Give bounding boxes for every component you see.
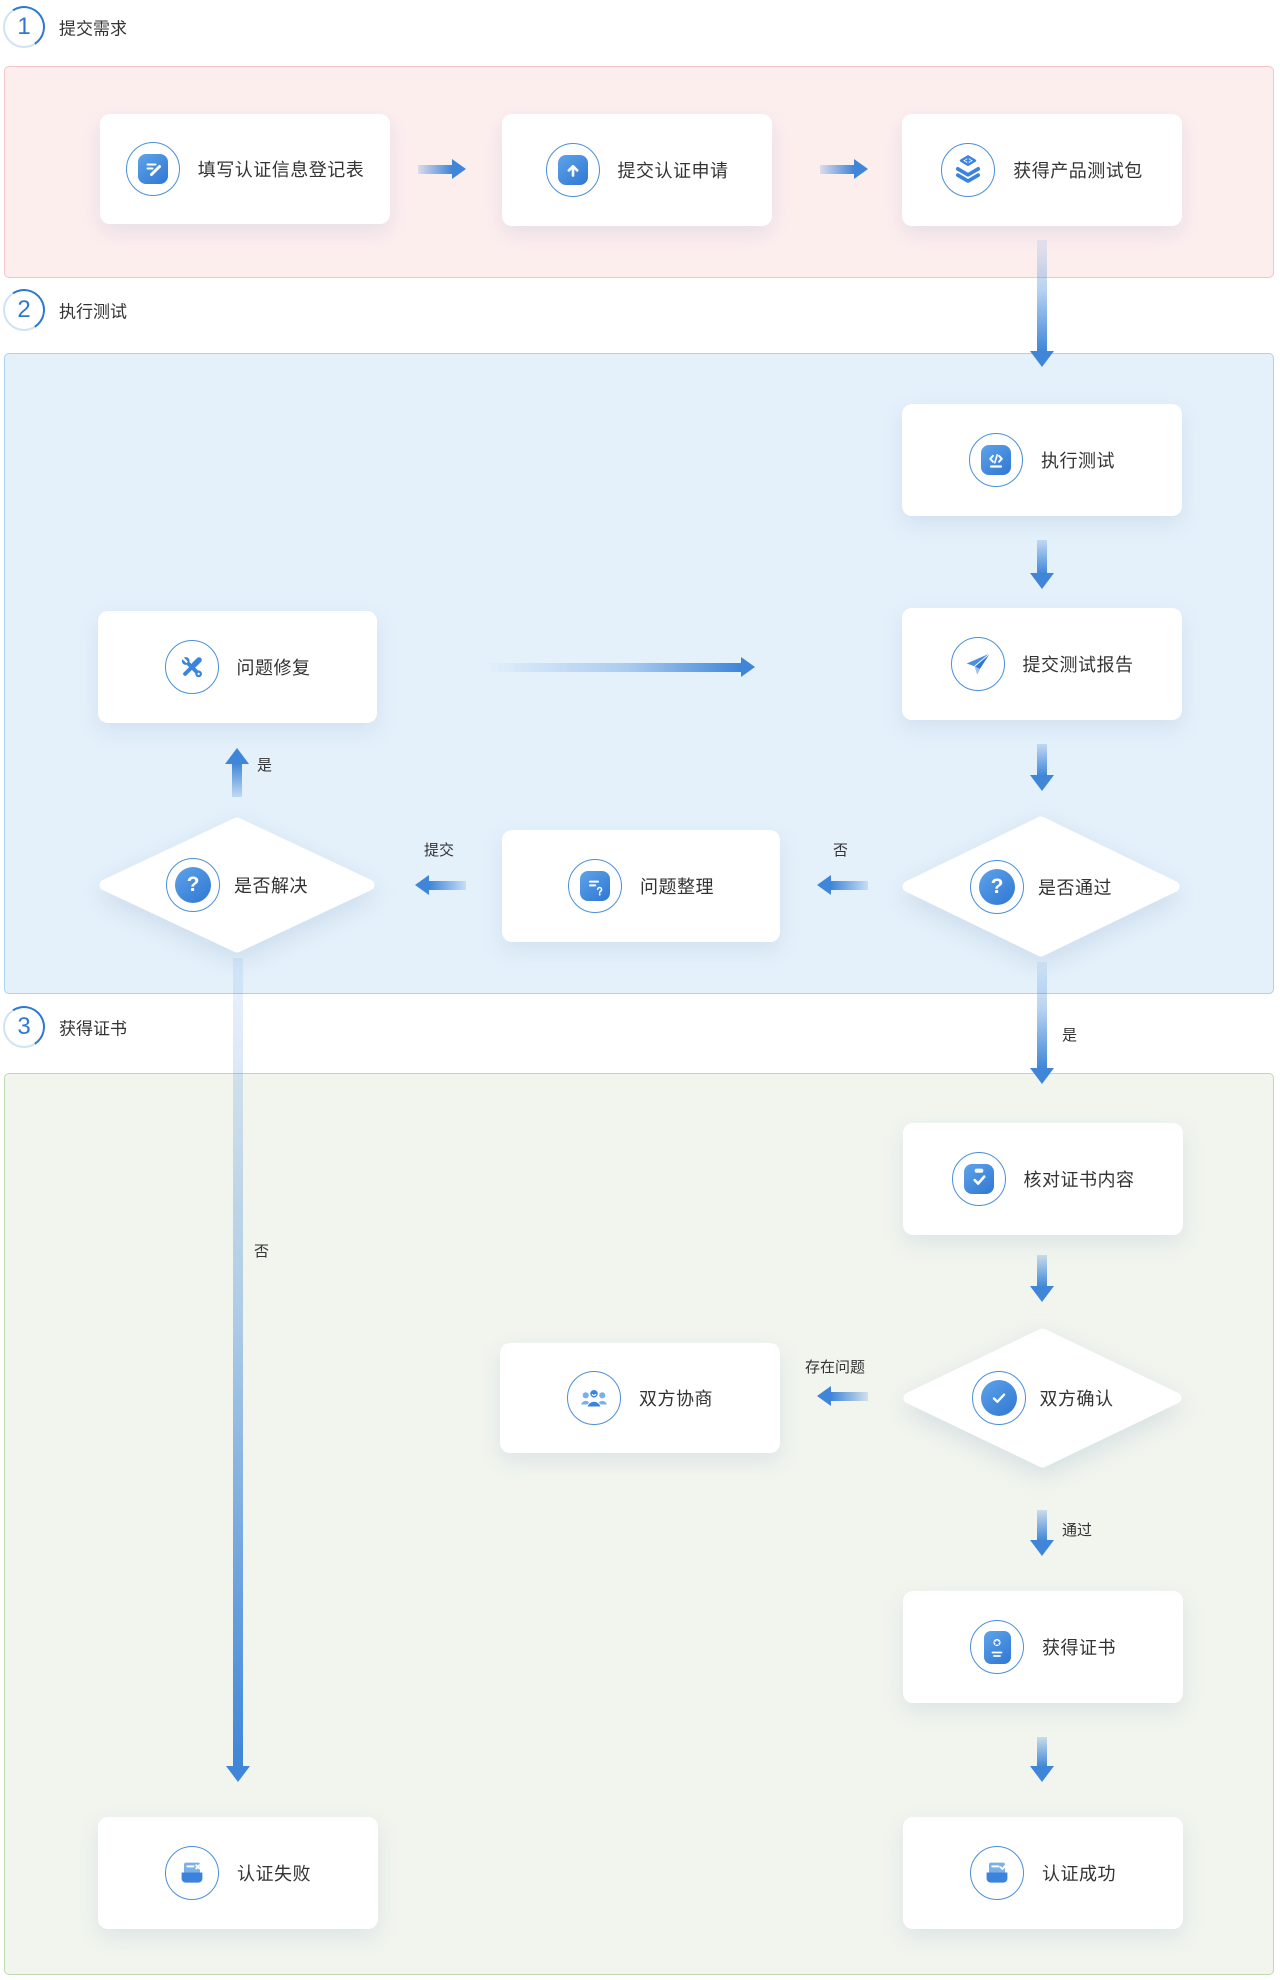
decision-pass: ? 是否通过 bbox=[902, 816, 1180, 957]
arrow-pkg-to-runtest bbox=[1030, 240, 1054, 367]
arrow-pass-to-sort bbox=[817, 875, 868, 895]
step-number: 1 bbox=[17, 13, 31, 40]
doc-upload-icon bbox=[545, 143, 600, 197]
question-circle-icon: ? bbox=[970, 859, 1024, 914]
arrow-pass-to-verify bbox=[1030, 962, 1054, 1084]
node-issue-fix: 问题修复 bbox=[98, 611, 377, 723]
archive-x-icon bbox=[165, 1846, 219, 1900]
node-label: 问题修复 bbox=[236, 658, 311, 678]
node-issue-sorting: 问题整理 bbox=[502, 830, 780, 942]
node-submit-test-report: 提交测试报告 bbox=[902, 608, 1182, 720]
decision-confirm: 双方确认 bbox=[903, 1328, 1182, 1468]
node-label: 执行测试 bbox=[1041, 451, 1115, 471]
edge-label-submit: 提交 bbox=[424, 842, 455, 859]
diamond-shape bbox=[902, 816, 1180, 957]
node-label: 提交认证申请 bbox=[617, 161, 729, 181]
code-icon bbox=[969, 433, 1023, 487]
people-icon bbox=[567, 1371, 621, 1425]
section-header-1: 1 提交需求 bbox=[3, 6, 127, 48]
diamond-shape bbox=[903, 1328, 1182, 1468]
node-run-test: 执行测试 bbox=[902, 404, 1182, 516]
node-certification-success: 认证成功 bbox=[903, 1817, 1183, 1929]
section-title: 获得证书 bbox=[59, 1019, 127, 1039]
node-label: 核对证书内容 bbox=[1023, 1170, 1135, 1190]
node-label: 获得证书 bbox=[1042, 1638, 1116, 1658]
node-submit-application: 提交认证申请 bbox=[502, 114, 772, 226]
node-label: 问题整理 bbox=[640, 877, 714, 897]
question-circle-icon: ? bbox=[166, 858, 220, 912]
clipboard-check-icon bbox=[951, 1152, 1006, 1206]
edge-label-has-issue: 存在问题 bbox=[805, 1359, 866, 1376]
question-glyph: ? bbox=[186, 873, 200, 896]
section-title: 执行测试 bbox=[59, 302, 127, 322]
arrow-confirm-to-cert bbox=[1030, 1510, 1054, 1556]
form-edit-icon bbox=[125, 142, 180, 196]
diamond-shape bbox=[99, 817, 375, 953]
step-number: 3 bbox=[17, 1013, 31, 1040]
section-header-2: 2 执行测试 bbox=[3, 289, 127, 331]
arrow-fix-to-report bbox=[490, 657, 755, 677]
certificate-icon bbox=[970, 1620, 1024, 1674]
section-title: 提交需求 bbox=[59, 19, 127, 39]
edge-label-yes: 是 bbox=[1062, 1027, 1078, 1044]
node-label: 提交测试报告 bbox=[1022, 655, 1134, 675]
node-label: 获得产品测试包 bbox=[1013, 161, 1143, 181]
arrow-resolve-to-fail bbox=[226, 958, 250, 1782]
step-number-circle: 1 bbox=[3, 6, 45, 48]
arrow-form-to-apply bbox=[418, 159, 466, 179]
edge-label-pass: 通过 bbox=[1062, 1522, 1093, 1539]
arrow-resolve-to-fix bbox=[225, 748, 249, 797]
node-get-test-package: 获得产品测试包 bbox=[902, 114, 1182, 226]
step-number-circle: 2 bbox=[3, 289, 45, 331]
node-label: 认证成功 bbox=[1042, 1864, 1116, 1884]
doc-question-icon bbox=[568, 859, 622, 913]
arrow-apply-to-pkg bbox=[820, 159, 868, 179]
layers-plus-icon bbox=[941, 143, 996, 197]
node-certification-fail: 认证失败 bbox=[98, 1817, 378, 1929]
edge-label-yes: 是 bbox=[257, 757, 273, 774]
node-negotiate: 双方协商 bbox=[500, 1343, 780, 1453]
arrow-report-to-pass bbox=[1030, 744, 1054, 791]
node-label: 双方协商 bbox=[639, 1389, 713, 1409]
arrow-cert-to-success bbox=[1030, 1737, 1054, 1782]
archive-check-icon bbox=[970, 1846, 1024, 1900]
step-number-circle: 3 bbox=[3, 1006, 45, 1048]
section-header-3: 3 获得证书 bbox=[3, 1006, 127, 1048]
decision-resolved: ? 是否解决 bbox=[99, 817, 375, 953]
node-label: 是否解决 bbox=[234, 876, 308, 896]
node-label: 填写认证信息登记表 bbox=[197, 160, 365, 180]
arrow-runtest-to-report bbox=[1030, 540, 1054, 589]
arrow-verify-to-confirm bbox=[1030, 1255, 1054, 1302]
edge-label-no: 否 bbox=[833, 842, 849, 859]
node-label: 认证失败 bbox=[237, 1864, 311, 1884]
tools-icon bbox=[164, 640, 219, 694]
node-get-certificate: 获得证书 bbox=[903, 1591, 1183, 1703]
check-circle-icon bbox=[971, 1371, 1026, 1425]
edge-label-no: 否 bbox=[254, 1243, 270, 1260]
node-fill-form: 填写认证信息登记表 bbox=[100, 114, 390, 224]
arrow-sort-to-resolve bbox=[415, 875, 466, 895]
arrow-confirm-to-negotiate bbox=[817, 1386, 868, 1406]
node-label: 是否通过 bbox=[1038, 877, 1112, 898]
question-glyph: ? bbox=[990, 874, 1004, 898]
node-verify-certificate: 核对证书内容 bbox=[903, 1123, 1183, 1235]
paper-plane-icon bbox=[950, 637, 1005, 691]
node-label: 双方确认 bbox=[1039, 1389, 1114, 1409]
step-number: 2 bbox=[17, 296, 31, 323]
